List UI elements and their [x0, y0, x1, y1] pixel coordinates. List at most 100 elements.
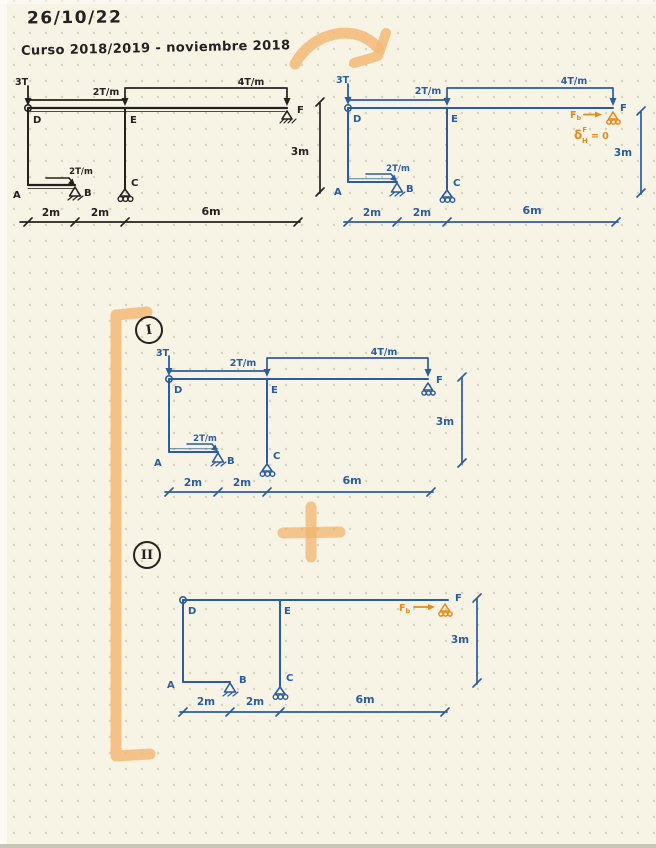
load-4tm-ef: 4T/m — [446, 76, 617, 106]
node-c-label: C — [286, 673, 293, 684]
hinge-d-icon — [178, 595, 187, 604]
support-f-icon — [279, 110, 297, 124]
load-2tm-ab-label: 2T/m — [193, 434, 217, 444]
pin-support-b-icon — [389, 182, 406, 197]
load-2tm-ab: 2T/m — [186, 434, 218, 452]
frame-diagram-released: 4T/m 2T/m 3T 2T/m — [334, 75, 646, 227]
dim-height-label: 3m — [291, 146, 309, 158]
dim-line-horizontal: 2m 2m 6m — [343, 204, 621, 227]
section-2-numeral: II — [140, 547, 154, 563]
fb-force-label: Fb — [570, 110, 582, 122]
hinge-d-icon — [344, 103, 353, 112]
node-b-label: B — [239, 675, 247, 686]
fb-force-label: Fb — [399, 603, 411, 615]
dim-seg1-label: 2m — [363, 207, 381, 219]
dim-line-horizontal: 2m 2m 6m — [19, 205, 303, 227]
dim-seg3-label: 6m — [355, 693, 374, 706]
frame-members — [347, 107, 614, 190]
pin-support-b-icon — [210, 452, 227, 467]
node-a-label: A — [154, 458, 162, 469]
load-3t-arrow: 3T — [336, 75, 352, 105]
node-d-label: D — [33, 115, 41, 126]
node-d-label: D — [174, 385, 182, 396]
load-2tm-ab-label: 2T/m — [386, 164, 410, 174]
roller-support-c-icon — [439, 189, 456, 203]
frame-diagram-case2: Fb D E F A B C 2m 2m 6m 3m — [167, 593, 482, 717]
dim-line-horizontal: 2m 2m 6m — [164, 474, 436, 497]
load-2tm-ab-label: 2T/m — [69, 167, 93, 177]
dim-height-label: 3m — [451, 634, 469, 646]
node-c-label: C — [453, 178, 460, 189]
frame-diagram-case1: 4T/m 2T/m 3T 2T/m — [154, 347, 467, 497]
roller-support-f-icon — [421, 382, 436, 396]
node-a-label: A — [334, 187, 342, 198]
dim-seg1-label: 2m — [184, 477, 202, 489]
node-d-label: D — [353, 114, 361, 125]
load-4tm-label: 4T/m — [561, 76, 588, 87]
hinge-d-icon — [23, 103, 32, 112]
load-3t-arrow: 3T — [15, 77, 32, 106]
dim-seg3-label: 6m — [522, 204, 541, 217]
dim-seg1-label: 2m — [42, 207, 60, 219]
marker-bracket-icon — [110, 306, 156, 762]
load-2tm-de: 2T/m — [27, 87, 129, 106]
load-3t-label: 3T — [156, 348, 170, 359]
pin-support-b-icon — [67, 186, 84, 201]
load-2tm-label: 2T/m — [230, 358, 257, 369]
pin-support-b-icon — [222, 682, 239, 697]
node-e-label: E — [130, 115, 137, 126]
load-2tm-de: 2T/m — [347, 86, 451, 106]
node-a-label: A — [167, 680, 175, 691]
section-2-badge: II — [133, 541, 161, 569]
dim-line-vertical: 3m — [436, 372, 467, 468]
node-e-label: E — [271, 385, 278, 396]
load-3t-label: 3T — [336, 75, 350, 86]
paper-left-edge — [0, 0, 7, 848]
load-2tm-label: 2T/m — [93, 87, 120, 98]
frame-members — [182, 599, 449, 687]
roller-support-c-icon — [117, 188, 134, 203]
frame-members — [26, 106, 289, 190]
node-b-label: B — [406, 184, 414, 195]
load-4tm-ef: 4T/m — [124, 77, 291, 106]
roller-support-c-icon — [272, 686, 289, 700]
dim-seg2-label: 2m — [246, 696, 264, 708]
roller-support-c-icon — [259, 463, 276, 477]
dim-seg3-label: 6m — [201, 205, 220, 218]
fb-force-annotation: Fb — [570, 110, 602, 122]
node-d-label: D — [188, 606, 196, 617]
date-note: 26/10/22 — [26, 7, 123, 29]
paper-top-edge — [0, 0, 656, 4]
node-f-label: F — [620, 103, 627, 114]
node-b-label: B — [84, 188, 92, 199]
dim-seg2-label: 2m — [413, 207, 431, 219]
dim-seg1-label: 2m — [197, 696, 215, 708]
marker-plus-icon — [277, 501, 346, 563]
dim-height-label: 3m — [436, 416, 454, 428]
node-e-label: E — [451, 114, 458, 125]
marker-curved-arrow-icon — [289, 27, 391, 70]
load-2tm-de: 2T/m — [168, 358, 271, 377]
dim-line-vertical: 3m — [614, 106, 646, 198]
dim-line-vertical: 3m — [451, 593, 482, 688]
node-b-label: B — [227, 456, 235, 467]
node-a-label: A — [13, 190, 21, 201]
dim-line-vertical: 3m — [291, 97, 325, 197]
load-2tm-label: 2T/m — [415, 86, 442, 97]
node-c-label: C — [131, 178, 138, 189]
load-2tm-ab: 2T/m — [365, 164, 410, 182]
node-f-label: F — [436, 375, 443, 386]
hinge-d-icon — [164, 374, 173, 383]
load-3t-arrow: 3T — [156, 348, 173, 376]
node-f-label: F — [455, 593, 462, 604]
load-2tm-ab: 2T/m — [45, 167, 93, 186]
frame-members — [168, 378, 429, 464]
load-4tm-label: 4T/m — [238, 77, 265, 88]
dim-seg2-label: 2m — [91, 207, 109, 219]
dim-height-label: 3m — [614, 147, 632, 159]
dim-seg2-label: 2m — [233, 477, 251, 489]
orange-roller-f-icon — [438, 603, 453, 617]
orange-roller-f-icon — [606, 111, 621, 125]
